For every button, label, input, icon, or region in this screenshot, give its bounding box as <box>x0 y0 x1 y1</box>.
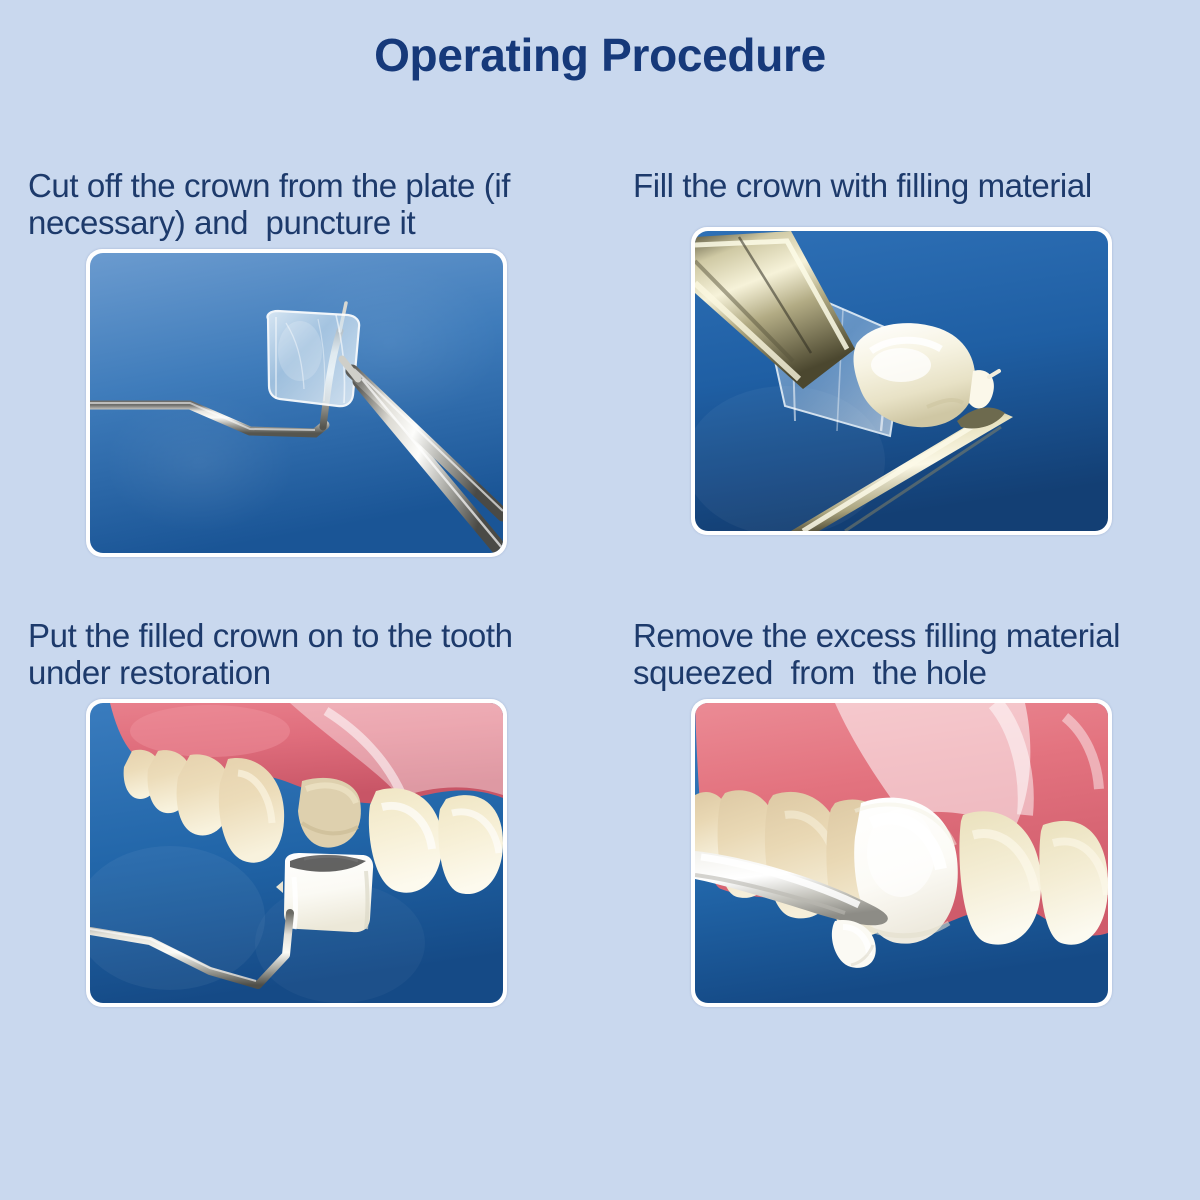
step-3-photo <box>90 702 503 1003</box>
step-3-photo-frame <box>86 698 507 1007</box>
step-2-caption: Fill the crown with filling material <box>633 167 1092 204</box>
step-2-photo <box>695 230 1108 531</box>
procedure-step-4: Remove the excess filling material squee… <box>633 617 1198 1008</box>
step-1-photo-frame <box>86 248 507 557</box>
step-4-caption: Remove the excess filling material squee… <box>633 617 1129 691</box>
step-4-photo-frame <box>691 698 1112 1007</box>
procedure-step-1: Cut off the crown from the plate (if nec… <box>28 167 603 558</box>
step-1-photo <box>90 252 503 553</box>
procedure-step-2: Fill the crown with filling material <box>633 167 1193 536</box>
procedure-step-3: Put the filled crown on to the tooth und… <box>28 617 603 1008</box>
step-4-photo <box>695 702 1108 1003</box>
page-title: Operating Procedure <box>374 29 826 81</box>
step-3-caption: Put the filled crown on to the tooth und… <box>28 617 522 691</box>
step-1-caption: Cut off the crown from the plate (if nec… <box>28 167 519 241</box>
step-2-photo-frame <box>691 226 1112 535</box>
